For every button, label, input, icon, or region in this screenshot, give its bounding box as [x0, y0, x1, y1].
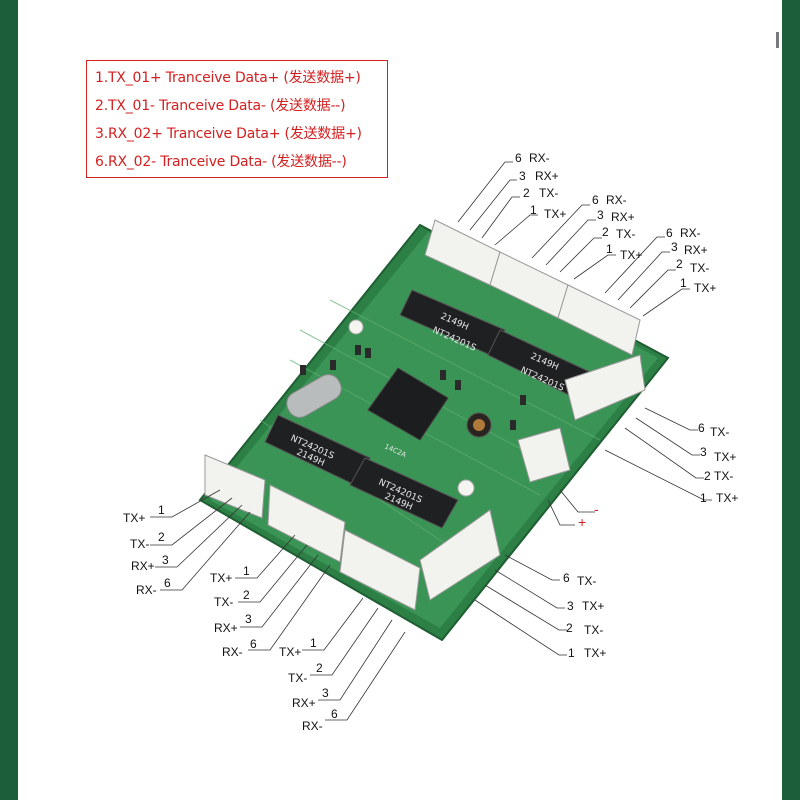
pin-labels-top-2: 6 RX- 3 RX+ 2 TX- 1 TX+ [592, 193, 642, 262]
pin-label: RX- [136, 583, 157, 597]
legend-line-1: 1.TX_01+ Tranceive Data+ (发送数据+) [95, 70, 361, 86]
pin-label: TX+ [620, 248, 642, 262]
pin-num: 3 [567, 599, 574, 613]
right-connectors [517, 354, 646, 483]
pin-label: TX+ [716, 491, 738, 505]
pin-labels-right: 6 TX- 3 TX+ 2 TX- 1 TX+ [698, 421, 738, 505]
pin-label: TX- [710, 425, 729, 439]
pin-num: 1 [158, 503, 165, 517]
pin-num: 2 [316, 661, 323, 675]
pin-num: 3 [322, 686, 329, 700]
pin-num: 6 [164, 576, 171, 590]
crystal-oscillator [286, 374, 342, 418]
pinout-legend: 1.TX_01+ Tranceive Data+ (发送数据+) 2.TX_01… [86, 60, 388, 178]
pin-num: 1 [680, 276, 687, 290]
pin-num: 2 [676, 257, 683, 271]
pin-labels-bottom-right: 6 TX- 3 TX+ 2 TX- 1 TX+ [563, 571, 606, 660]
pin-num: 2 [704, 469, 711, 483]
pin-num: 1 [700, 491, 707, 505]
pin-labels-top-1: 6 RX- 3 RX+ 2 TX- 1 TX+ [515, 151, 566, 221]
pin-num: 1 [243, 564, 250, 578]
pin-label: TX+ [279, 645, 301, 659]
left-green-border [0, 0, 18, 800]
pin-label: TX- [130, 537, 149, 551]
pin-label: TX+ [584, 646, 606, 660]
pin-num: 2 [566, 621, 573, 635]
switch-controller-chip [367, 367, 449, 441]
pin-num: 2 [523, 186, 530, 200]
pin-label: RX- [606, 193, 627, 207]
pin-label: RX- [302, 719, 323, 733]
pin-label: RX+ [611, 210, 635, 224]
pin-num: 3 [245, 612, 252, 626]
pin-label: TX- [616, 227, 635, 241]
pin-label: TX- [690, 261, 709, 275]
pin-label: RX- [222, 645, 243, 659]
pin-num: 6 [515, 151, 522, 165]
pin-label: TX- [288, 671, 307, 685]
pin-labels-bottom-left-1: TX+ 1 TX- 2 RX+ 3 RX- 6 [123, 503, 171, 597]
power-labels: - + [578, 501, 599, 530]
pin-num: 6 [666, 226, 673, 240]
pin-label: TX- [584, 623, 603, 637]
pin-num: 6 [331, 707, 338, 721]
legend-line-2: 2.TX_01- Tranceive Data- (发送数据--) [95, 98, 346, 114]
legend-line-3: 3.RX_02+ Tranceive Data+ (发送数据+) [95, 126, 362, 142]
pin-labels-bottom-left-3: TX+ 1 TX- 2 RX+ 3 RX- 6 [279, 636, 338, 733]
pin-labels-bottom-left-2: TX+ 1 TX- 2 RX+ 3 RX- 6 [210, 564, 257, 659]
pin-num: 3 [700, 445, 707, 459]
pin-num: 3 [671, 240, 678, 254]
pin-num: 2 [602, 225, 609, 239]
pin-label: TX+ [714, 450, 736, 464]
pin-label: TX+ [544, 207, 566, 221]
pin-label: RX+ [535, 169, 559, 183]
pin-label: TX+ [210, 571, 232, 585]
pin-num: 2 [243, 588, 250, 602]
pin-num: 2 [158, 530, 165, 544]
leader-lines [150, 161, 712, 721]
pin-num: 6 [698, 421, 705, 435]
pin-num: 1 [606, 242, 613, 256]
pin-label: TX- [577, 574, 596, 588]
pin-num: 6 [592, 193, 599, 207]
pin-label: TX- [214, 595, 233, 609]
pin-num: 1 [530, 203, 537, 217]
pin-num: 3 [519, 169, 526, 183]
legend-line-4: 6.RX_02- Tranceive Data- (发送数据--) [95, 154, 347, 170]
pin-label: RX- [529, 151, 550, 165]
pin-label: TX- [714, 469, 733, 483]
pin-label: TX+ [123, 511, 145, 525]
top-connectors [424, 219, 641, 356]
pin-num: 6 [250, 637, 257, 651]
pin-num: 3 [597, 208, 604, 222]
border-marker [776, 32, 779, 48]
pin-label: RX+ [214, 621, 238, 635]
pin-label: TX- [539, 186, 558, 200]
pin-num: 1 [310, 636, 317, 650]
pin-num: 6 [563, 571, 570, 585]
pin-labels-top-3: 6 RX- 3 RX+ 2 TX- 1 TX+ [666, 226, 716, 295]
pin-label: RX+ [292, 696, 316, 710]
bottom-connectors [204, 454, 501, 611]
power-plus: + [578, 514, 586, 530]
right-green-border [782, 0, 800, 800]
power-minus: - [594, 501, 599, 517]
pin-label: RX+ [131, 559, 155, 573]
pin-label: RX- [680, 226, 701, 240]
pin-num: 1 [568, 646, 575, 660]
pin-num: 3 [162, 553, 169, 567]
pin-label: RX+ [684, 243, 708, 257]
pin-label: TX+ [694, 281, 716, 295]
pin-label: TX+ [582, 599, 604, 613]
